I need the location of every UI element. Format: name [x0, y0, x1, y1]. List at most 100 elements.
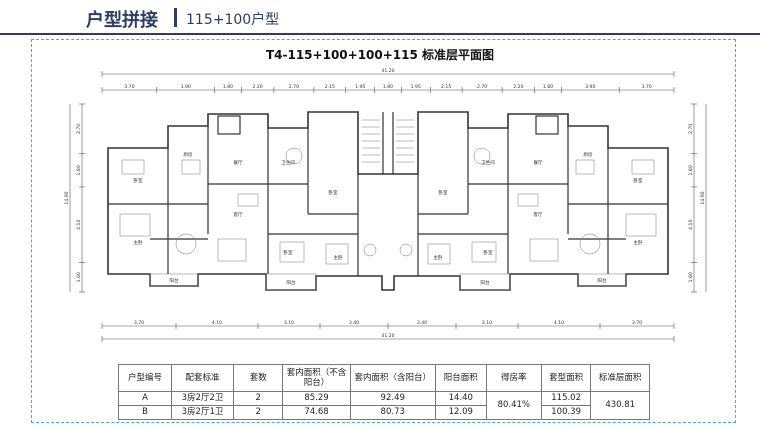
table-header-cell: 套型面积: [540, 364, 592, 392]
furniture-block: [517, 193, 539, 207]
balcony-rail: [459, 273, 511, 291]
furniture-block: [119, 213, 151, 237]
table-cell: 92.49: [349, 390, 436, 406]
title-divider: [174, 8, 177, 27]
furniture: [119, 119, 657, 291]
furniture-block: [121, 159, 145, 175]
table-header-cell: 标准层面积: [590, 364, 650, 392]
table-cell: 100.39: [540, 404, 592, 421]
building-outline: [107, 111, 669, 291]
furniture-block: [325, 243, 349, 265]
top-dimension-label: 2.15: [441, 84, 451, 90]
plan-title: T4-115+100+100+115 标准层平面图: [265, 48, 495, 62]
room-label: 卧室: [328, 189, 338, 196]
furniture-block: [237, 193, 259, 207]
table-row: B 3房2厅1卫 2 74.68 80.73 12.09 100.39: [118, 404, 650, 421]
table-header-row: 户型编号 配套标准 套数 套内面积（不含阳台） 套内面积（含阳台） 阳台面积 得…: [118, 364, 650, 392]
table-header-cell: 套内面积（含阳台）: [349, 364, 436, 392]
table-cell: 85.29: [282, 390, 351, 406]
bottom-dimension-label: 4.10: [212, 320, 222, 326]
ratio-cell: 80.41%: [485, 390, 542, 421]
furniture-block: [529, 238, 559, 262]
table-cell: 3房2厅1卫: [170, 404, 235, 421]
top-dimension-label: 2.20: [252, 84, 262, 90]
top-dimension-label: 1.95: [411, 84, 421, 90]
table-row: A 3房2厅2卫 2 85.29 92.49 14.40 80.41% 115.…: [118, 390, 650, 421]
room-label: 阳台: [286, 279, 296, 286]
room-label: 餐厅: [533, 159, 543, 166]
bottom-dimension-label: 3.40: [349, 320, 359, 326]
furniture-round: [579, 233, 601, 255]
table-header-cell: 套数: [233, 364, 284, 392]
right-dimension-label: 4.10: [688, 220, 694, 230]
bottom-dimension-label: 4.10: [554, 320, 564, 326]
table-cell: 2: [233, 404, 284, 421]
table-cell: B: [118, 404, 172, 421]
table-header-cell: 阳台面积: [434, 364, 487, 392]
table-header-cell: 户型编号: [118, 364, 172, 392]
top-dimension-label: 3.90: [585, 84, 595, 90]
table-header-cell: 配套标准: [170, 364, 235, 392]
floor-area-cell: 430.81: [590, 390, 650, 421]
room-label: 卧室: [633, 177, 643, 184]
table-cell: 12.09: [434, 404, 487, 421]
furniture-block: [279, 241, 305, 263]
top-dimension-label: 2.70: [289, 84, 299, 90]
balcony-rail: [149, 273, 199, 287]
room-label: 主卧: [133, 239, 143, 246]
content-frame: [31, 39, 736, 423]
top-dimension-label: 3.70: [641, 84, 651, 90]
top-dimension-label: 1.95: [355, 84, 365, 90]
top-dimension-label: 2.15: [325, 84, 335, 90]
table-cell: 3房2厅2卫: [170, 390, 235, 406]
top-dimension-label: 2.70: [477, 84, 487, 90]
top-dimension-label: 1.80: [543, 84, 553, 90]
bottom-dimension-label: 3.10: [482, 320, 492, 326]
bottom-dimension-label: 3.10: [284, 320, 294, 326]
table-cell: A: [118, 390, 172, 406]
room-label: 厨房: [183, 151, 193, 158]
unit-spec-table: 户型编号 配套标准 套数 套内面积（不含阳台） 套内面积（含阳台） 阳台面积 得…: [118, 364, 650, 421]
furniture-round: [175, 233, 197, 255]
table-cell: 74.68: [282, 404, 351, 421]
furniture-block: [181, 159, 201, 175]
room-label: 阳台: [169, 277, 179, 284]
table-header-cell: 套内面积（不含阳台）: [282, 364, 351, 392]
furniture-block: [427, 243, 451, 265]
room-label: 卧室: [283, 249, 293, 256]
table-cell: 115.02: [540, 390, 592, 406]
furniture-block: [471, 241, 497, 263]
bottom-dimension-label: 3.70: [134, 320, 144, 326]
page-title: 户型拼接: [86, 10, 158, 31]
furniture-block: [625, 213, 657, 237]
top-dimension-label: 1.80: [383, 84, 393, 90]
room-label: 卧室: [438, 189, 448, 196]
room-label: 卧室: [483, 249, 493, 256]
room-label: 主卧: [633, 239, 643, 246]
dimension-lines: [69, 71, 707, 342]
left-dimension-label: 4.10: [76, 220, 82, 230]
table-header-cell: 得房率: [485, 364, 542, 392]
left-dimension-label: 2.70: [76, 124, 82, 134]
walls: [107, 111, 669, 291]
bottom-dimension-label: 3.70: [632, 320, 642, 326]
room-label: 卧室: [133, 177, 143, 184]
furniture-round: [363, 243, 377, 257]
side-total-label: 14.90: [700, 191, 706, 204]
furniture-round: [399, 243, 413, 257]
room-label: 阳台: [480, 279, 490, 286]
right-dimension-label: 1.60: [688, 272, 694, 282]
furniture-round: [285, 147, 303, 165]
page-subtitle: 115+100户型: [186, 12, 280, 28]
furniture-block: [217, 238, 247, 262]
table-cell: 80.73: [349, 404, 436, 421]
elevator-shaft: [217, 115, 241, 135]
top-dimension-label: 3.70: [124, 84, 134, 90]
table-cell: 14.40: [434, 390, 487, 406]
room-label: 主卧: [433, 254, 443, 261]
top-dimension-label: 2.20: [513, 84, 523, 90]
balcony-rail: [577, 273, 627, 287]
balcony-rail: [265, 273, 317, 291]
